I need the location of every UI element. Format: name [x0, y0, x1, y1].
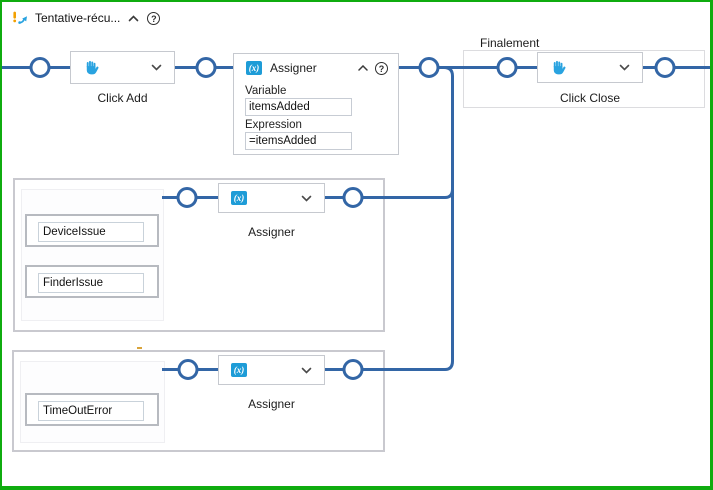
- help-icon[interactable]: ?: [375, 61, 388, 75]
- connector-node: [29, 57, 51, 78]
- exception-type-box[interactable]: FinderIssue: [25, 265, 159, 298]
- click-close-label: Click Close: [559, 91, 620, 105]
- exception-type-box[interactable]: DeviceIssue: [25, 214, 159, 247]
- collapse-icon[interactable]: [128, 14, 139, 22]
- help-icon[interactable]: ?: [147, 11, 161, 25]
- expression-label: Expression: [245, 119, 302, 131]
- variable-label: Variable: [245, 85, 287, 97]
- chevron-down-icon[interactable]: [301, 367, 312, 374]
- activity-title: Tentative-récu...: [35, 11, 121, 25]
- exception-type-input[interactable]: TimeOutError: [38, 401, 144, 421]
- connector-node: [195, 57, 217, 78]
- variable-input[interactable]: itemsAdded: [245, 98, 352, 116]
- catch-1-assign-activity[interactable]: (x): [218, 183, 325, 213]
- exception-type-input[interactable]: DeviceIssue: [38, 222, 144, 242]
- exception-type-box[interactable]: TimeOutError: [25, 393, 159, 426]
- catch-container-1[interactable]: DeviceIssue FinderIssue: [13, 178, 385, 332]
- collapse-icon[interactable]: [358, 65, 368, 71]
- connector-node: [418, 57, 440, 78]
- exception-type-input[interactable]: FinderIssue: [38, 273, 144, 293]
- assign-activity-expanded[interactable]: (x) Assigner ? Variable itemsAdded Expre…: [233, 53, 399, 155]
- finally-label: Finalement: [480, 36, 540, 50]
- assign-icon: (x): [231, 191, 247, 205]
- validation-marker: [137, 347, 142, 349]
- chevron-down-icon[interactable]: [301, 195, 312, 202]
- hand-click-icon: [553, 60, 566, 75]
- catch-container-2[interactable]: TimeOutError: [12, 350, 385, 452]
- click-add-activity[interactable]: [70, 51, 175, 84]
- assign-header: (x) Assigner ?: [234, 54, 398, 75]
- catch-1-assign-label: Assigner: [248, 225, 295, 239]
- assign-icon: (x): [246, 61, 262, 75]
- catch-2-exception-panel: TimeOutError: [20, 361, 165, 443]
- expression-input[interactable]: =itemsAdded: [245, 132, 352, 150]
- hand-click-icon: [86, 60, 99, 75]
- click-close-activity[interactable]: [537, 52, 643, 83]
- click-add-label: Click Add: [97, 91, 148, 105]
- catch-2-assign-activity[interactable]: (x): [218, 355, 325, 385]
- assign-icon: (x): [231, 363, 247, 377]
- chevron-down-icon[interactable]: [151, 64, 162, 71]
- try-catch-icon: [13, 11, 27, 24]
- try-catch-header: Tentative-récu... ?: [12, 10, 161, 26]
- branch-line: [443, 66, 454, 361]
- assign-title: Assigner: [270, 61, 317, 75]
- chevron-down-icon[interactable]: [619, 64, 630, 71]
- catch-2-assign-label: Assigner: [248, 397, 295, 411]
- catch-1-exception-panel: DeviceIssue FinderIssue: [21, 189, 164, 321]
